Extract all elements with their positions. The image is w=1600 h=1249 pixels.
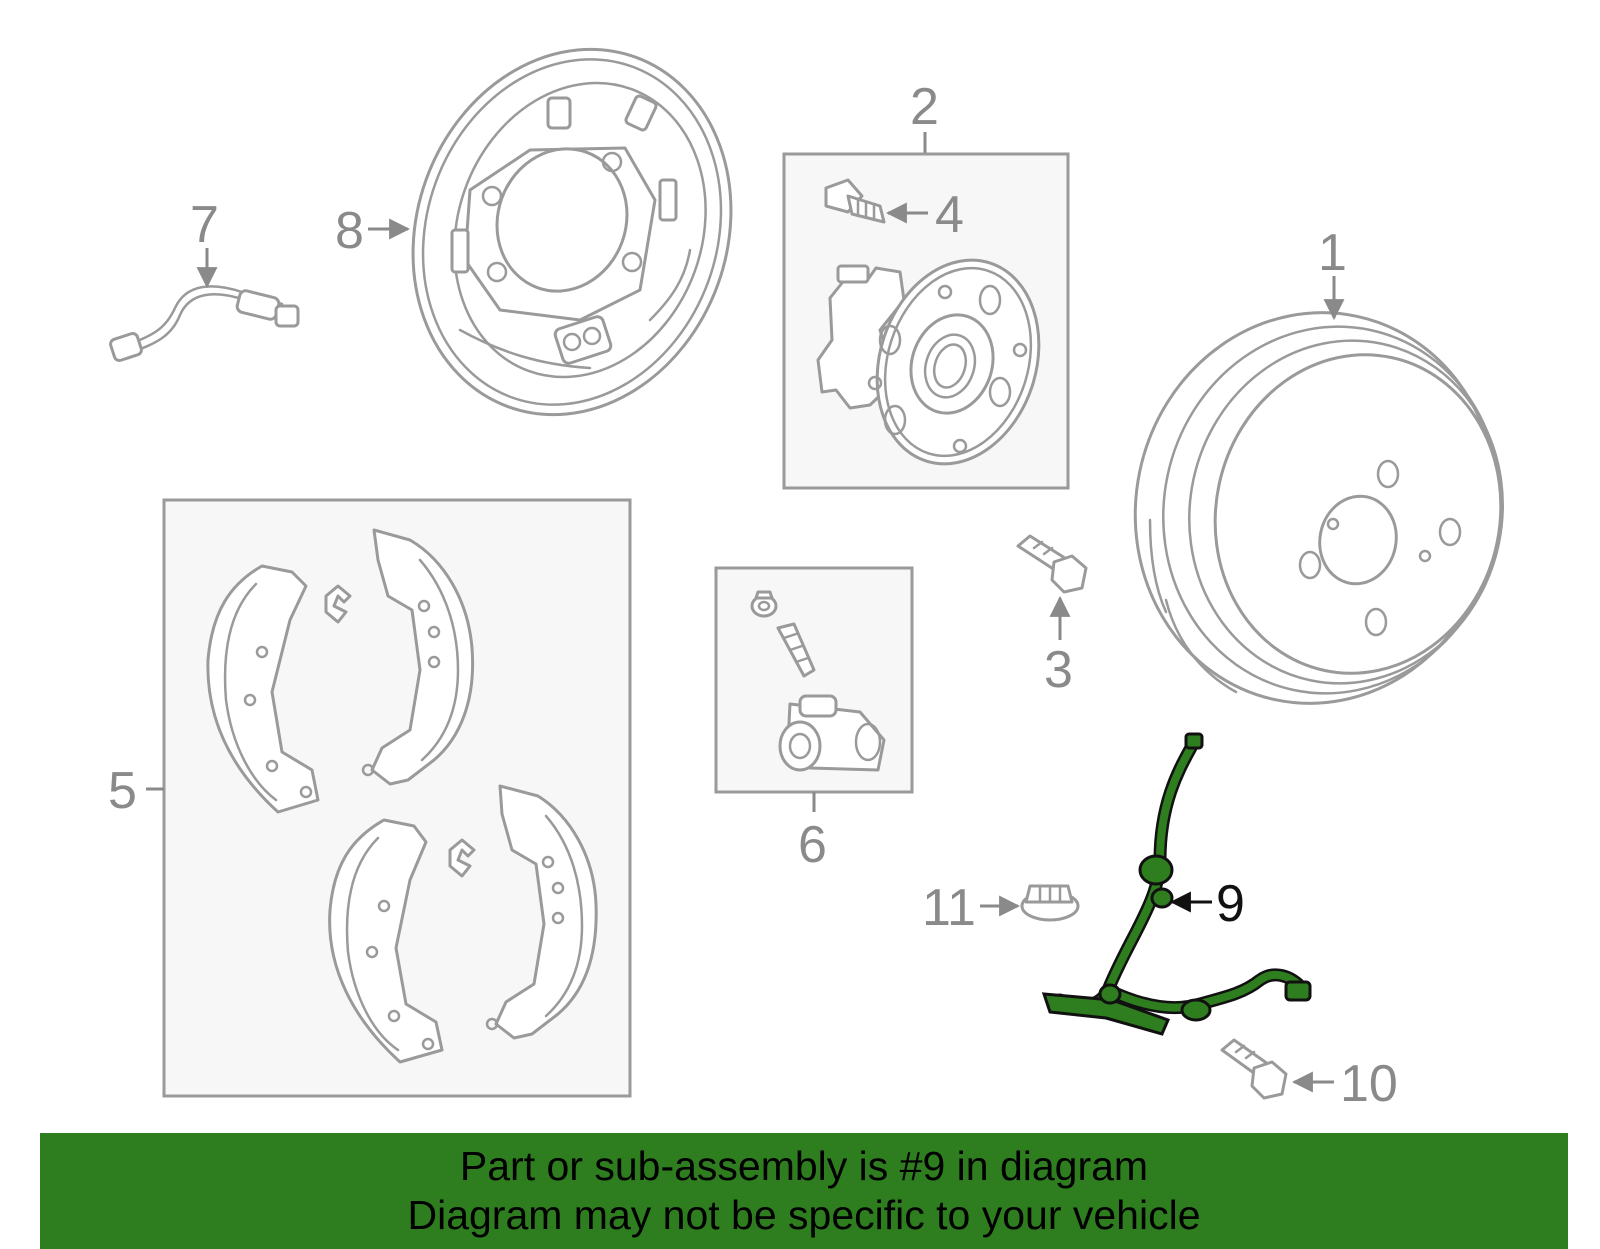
- callout-7: 7: [190, 196, 219, 254]
- part-2-hub-bearing: [816, 258, 1041, 466]
- part-11-clip: [1020, 884, 1080, 922]
- banner-line-disclaimer: Diagram may not be specific to your vehi…: [407, 1192, 1201, 1238]
- banner-background: [40, 1133, 1568, 1249]
- callout-2: 2: [910, 78, 939, 136]
- callout-1: 1: [1318, 224, 1347, 282]
- callout-3: 3: [1044, 641, 1073, 699]
- banner-line-part: Part or sub-assembly is #9 in diagram: [459, 1143, 1149, 1189]
- callout-11: 11: [922, 879, 976, 937]
- part-7-sensor-wire: [109, 285, 300, 362]
- callout-6: 6: [798, 816, 827, 874]
- part-3-bolt: [1016, 534, 1088, 594]
- part-info-banner: Part or sub-assembly is #9 in diagram Di…: [40, 1133, 1568, 1249]
- part-9-abs-sensor-harness: [1041, 732, 1312, 1036]
- part-5-brake-shoes: [206, 528, 598, 1064]
- part-10-bolt: [1220, 1038, 1288, 1100]
- part-4-hub-bolt: [824, 178, 886, 224]
- callout-5: 5: [108, 762, 137, 820]
- part-8-backing-plate: [411, 47, 733, 417]
- callout-9: 9: [1216, 875, 1245, 933]
- callout-10: 10: [1340, 1055, 1398, 1113]
- callout-8: 8: [335, 202, 364, 260]
- callout-4: 4: [935, 186, 964, 244]
- part-6-wheel-cylinder: [750, 590, 886, 772]
- harness-highlight: [1056, 736, 1199, 1010]
- part-1-brake-drum: [1133, 311, 1504, 705]
